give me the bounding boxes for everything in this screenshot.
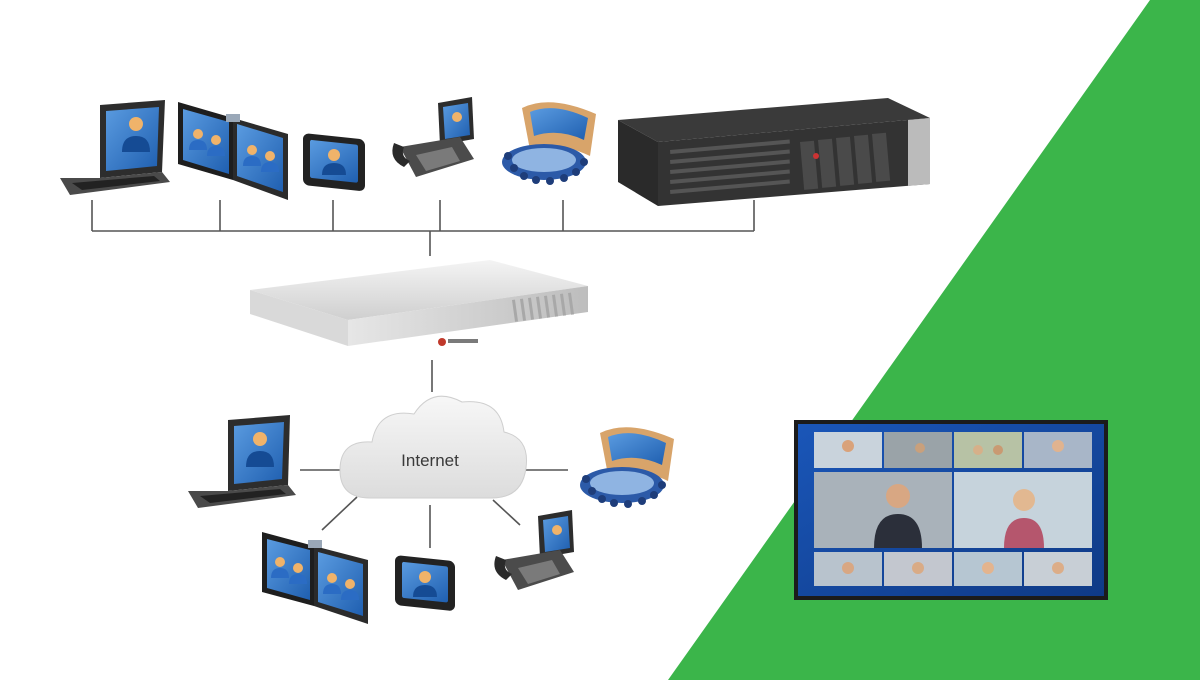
conference-table-icon [580,427,674,508]
top-bus-connectors [91,200,755,256]
video-phone-icon [494,510,574,590]
telepresence-icon [262,532,368,624]
smartphone-icon [395,555,455,611]
cloud-label: Internet [401,451,459,470]
video-wall-tiles [814,432,1092,586]
smartphone-icon [303,133,365,191]
video-wall-icon [794,420,1108,600]
cloud-spokes [300,469,568,548]
conference-table-icon [502,102,596,185]
cloud-icon [339,395,528,499]
laptop-icon [188,415,296,508]
network-appliance-icon [250,260,588,346]
telepresence-icon [178,102,288,200]
laptop-icon [60,100,170,195]
video-phone-icon [392,97,474,177]
rack-server-icon [618,98,930,206]
